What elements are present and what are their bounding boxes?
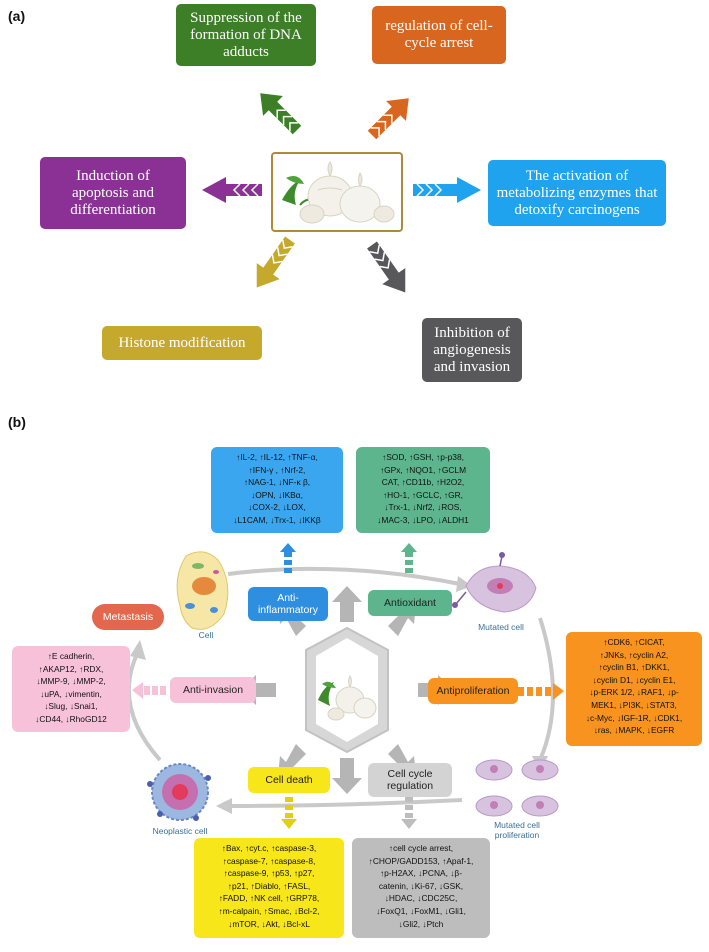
neoplastic-cell-image — [147, 763, 211, 821]
proliferation-list: ↑CDK6, ↑CICAT, ↑JNKs, ↑cyclin A2, ↑cycli… — [566, 632, 702, 746]
cell-cycle-arrest-box: regulation of cell-cycle arrest — [372, 6, 506, 64]
normal-cell-image — [176, 551, 229, 630]
anti-invasion-label: Anti-invasion — [170, 677, 256, 703]
angiogenesis-box: Inhibition of angiogenesis and invasion — [422, 318, 522, 382]
dash-arrow-antiproliferation — [518, 683, 564, 700]
dash-arrow-anti-inflammatory — [280, 543, 296, 573]
suppression-box: Suppression of the formation of DNA addu… — [176, 4, 316, 66]
mutated-proliferation-caption: Mutated cell proliferation — [494, 820, 540, 840]
dash-arrow-cell-cycle — [401, 797, 417, 829]
arrow-angiogenesis — [367, 241, 406, 293]
arrow-cell-cycle — [367, 98, 409, 140]
cycle-list: ↑cell cycle arrest, ↑CHOP/GADD153, ↑Apaf… — [352, 838, 490, 938]
dash-arrow-anti-invasion — [132, 682, 166, 699]
antiproliferation-label: Antiproliferation — [428, 678, 518, 704]
cell-cycle-label: Cell cycle regulation — [368, 763, 452, 797]
arrow-suppression — [260, 93, 302, 135]
arrow-metabolizing — [413, 177, 481, 203]
mutated-proliferation-image — [475, 759, 559, 817]
antioxidant-list: ↑SOD, ↑GSH, ↑p-p38, ↑GPx, ↑NQO1, ↑GCLM C… — [356, 447, 490, 533]
apoptosis-box: Induction of apoptosis and differentiati… — [40, 157, 186, 229]
garlic-image-a — [271, 152, 403, 232]
panel-b-label: (b) — [8, 414, 26, 430]
arrow-apoptosis — [202, 177, 262, 203]
cell-caption: Cell — [198, 630, 214, 640]
antioxidant-label: Antioxidant — [368, 590, 452, 616]
invasion-list: ↑E cadherin, ↑AKAP12, ↑RDX, ↓MMP-9, ↓MMP… — [12, 646, 130, 732]
death-list: ↑Bax, ↑cyt.c, ↑caspase-3, ↑caspase-7, ↑c… — [194, 838, 344, 938]
anti-inflammatory-label: Anti-inflammatory — [248, 587, 328, 621]
arrow-histone — [256, 236, 295, 288]
mutated-cell-caption: Mutated cell — [478, 622, 524, 632]
inflammatory-list: ↑IL-2, ↑IL-12, ↑TNF-α, ↑IFN-γ , ↑Nrf-2, … — [211, 447, 343, 533]
mutated-cell-image — [452, 552, 537, 613]
metastasis-label: Metastasis — [92, 604, 164, 630]
dash-arrow-cell-death — [281, 797, 297, 829]
panel-a-label: (a) — [8, 8, 26, 24]
cell-death-label: Cell death — [248, 767, 330, 793]
histone-box: Histone modification — [102, 326, 262, 360]
dash-arrow-antioxidant — [401, 543, 417, 573]
metabolizing-box: The activation of metabolizing enzymes t… — [488, 160, 666, 226]
neoplastic-cell-caption: Neoplastic cell — [152, 826, 208, 836]
garlic-image-b — [318, 675, 377, 721]
